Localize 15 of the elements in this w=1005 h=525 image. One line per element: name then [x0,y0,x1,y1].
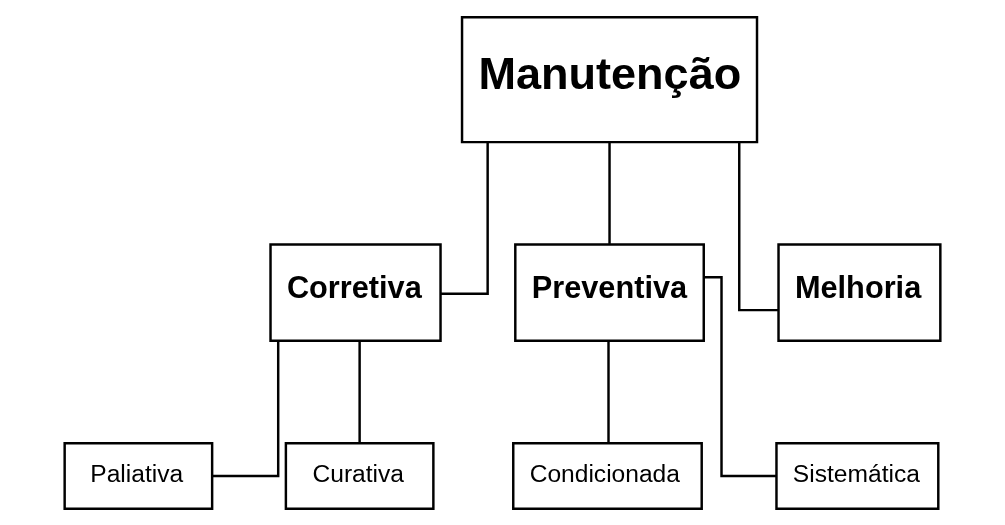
node-box: Manutenção [460,15,759,143]
connector [212,340,280,477]
connector [358,340,361,443]
node-box: Preventiva [514,242,705,342]
node-box: Curativa [284,441,435,510]
node-box: Sistemática [775,441,940,510]
connector [738,142,778,311]
node-box: Melhoria [777,242,942,342]
connector [704,275,776,477]
node-box: Corretiva [269,242,442,342]
connector [607,340,610,443]
connector [440,141,489,295]
node-box: Paliativa [63,441,214,510]
node-box: Condicionada [512,441,703,510]
connector [608,141,611,244]
